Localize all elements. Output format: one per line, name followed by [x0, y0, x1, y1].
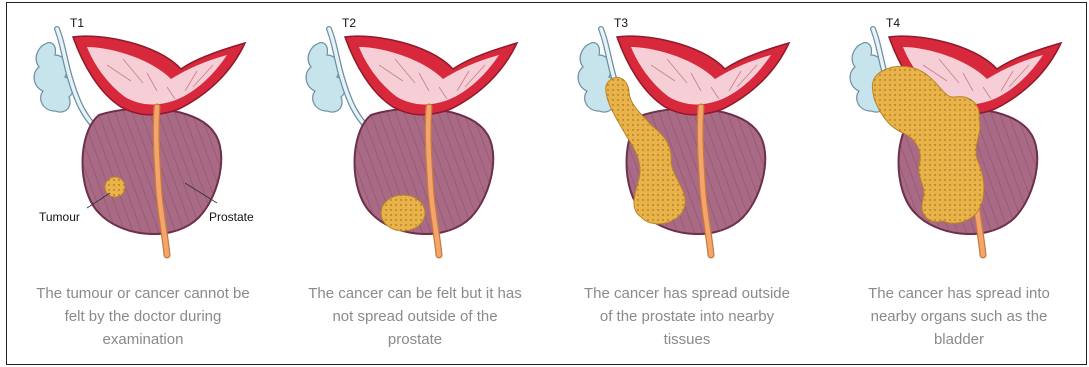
stage-label: T4 [886, 16, 900, 30]
caption-line: nearby organs such as the [834, 305, 1084, 328]
diagram-frame: T1 Tumour Prostate The tumour or cancer … [6, 2, 1087, 365]
anatomy-illustration-t4 [823, 3, 1087, 273]
stage-panel-t1: T1 Tumour Prostate The tumour or cancer … [7, 3, 279, 366]
stage-panel-t3: T3 The cancer has spread outside of the … [551, 3, 823, 366]
caption-line: bladder [834, 328, 1084, 351]
stage-panel-t2: T2 The cancer can be felt but it has not… [279, 3, 551, 366]
caption-line: of the prostate into nearby [562, 305, 812, 328]
caption-line: examination [18, 328, 268, 351]
stage-caption: The cancer has spread outside of the pro… [562, 282, 812, 351]
tumour-texture [381, 195, 425, 231]
caption-line: The tumour or cancer cannot be [18, 282, 268, 305]
caption-line: The cancer can be felt but it has [290, 282, 540, 305]
caption-line: felt by the doctor during [18, 305, 268, 328]
stage-caption: The cancer can be felt but it has not sp… [290, 282, 540, 351]
anatomy-illustration-t2 [279, 3, 551, 273]
stage-label: T2 [342, 16, 356, 30]
caption-line: not spread outside of the [290, 305, 540, 328]
stage-caption: The tumour or cancer cannot be felt by t… [18, 282, 268, 351]
stage-label: T3 [614, 16, 628, 30]
caption-line: prostate [290, 328, 540, 351]
tumour-annotation: Tumour [39, 210, 80, 224]
prostate-annotation: Prostate [209, 210, 254, 224]
stage-caption: The cancer has spread into nearby organs… [834, 282, 1084, 351]
caption-line: The cancer has spread into [834, 282, 1084, 305]
anatomy-illustration-t3 [551, 3, 823, 273]
stage-label: T1 [70, 16, 84, 30]
anatomy-illustration-t1 [7, 3, 279, 273]
stage-panel-t4: T4 The cancer has spread into nearby org… [823, 3, 1089, 366]
caption-line: tissues [562, 328, 812, 351]
caption-line: The cancer has spread outside [562, 282, 812, 305]
